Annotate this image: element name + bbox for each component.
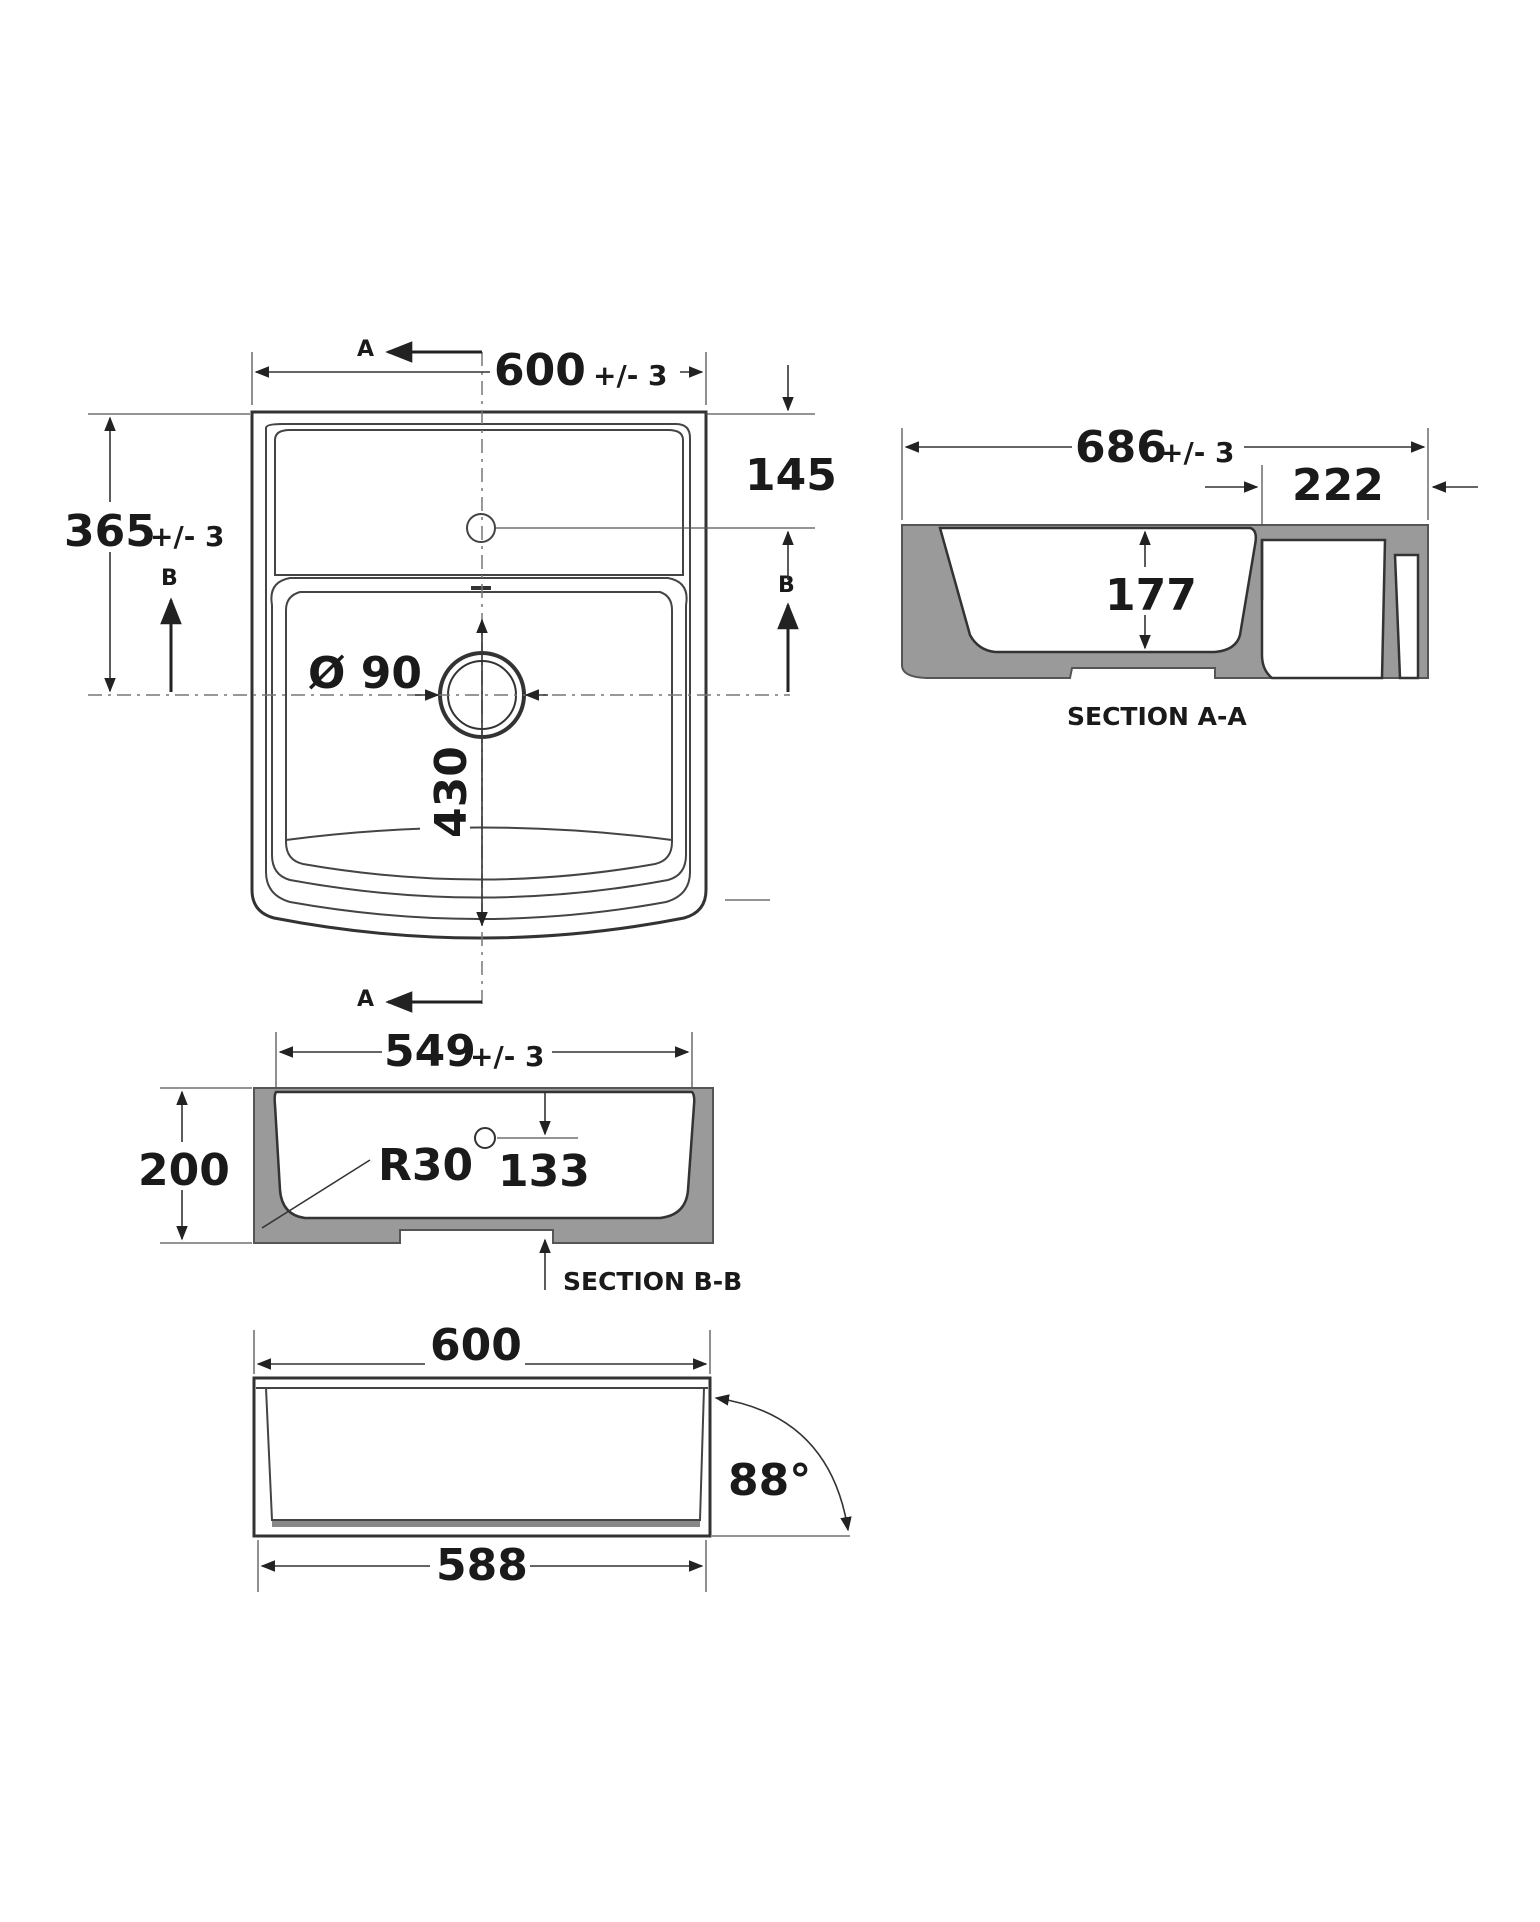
section-b-tap-hole — [474, 1127, 496, 1149]
section-b-b: 549 +/- 3 200 R30 133 SECTION B-B — [135, 1022, 742, 1296]
front-bottom-width-value: 588 — [436, 1540, 528, 1591]
front-inner — [265, 1387, 705, 1521]
tap-height-value: 133 — [498, 1146, 590, 1197]
depth-tolerance: +/- 3 — [150, 520, 225, 553]
width-tolerance: +/- 3 — [593, 359, 668, 392]
overall-tolerance: +/- 3 — [1160, 436, 1235, 469]
bowl-depth-value: 430 — [426, 746, 477, 838]
basin-deck — [265, 423, 691, 920]
bowl-front-curve — [285, 826, 673, 841]
section-b-width-tolerance: +/- 3 — [470, 1040, 545, 1073]
section-b-width-value: 549 — [384, 1026, 476, 1077]
section-a-bowl — [938, 526, 1258, 654]
section-b-height-value: 200 — [138, 1145, 230, 1196]
depth-value: 365 — [64, 506, 156, 557]
tap-hole — [466, 513, 496, 543]
tap-offset-value: 145 — [745, 450, 837, 501]
width-value: 600 — [494, 345, 586, 396]
waste-diameter-label: Ø 90 — [308, 648, 422, 699]
section-mark-a-top: A — [357, 337, 374, 362]
bowl-outline — [270, 577, 688, 899]
section-a-back — [1393, 553, 1420, 680]
top-view: 600 +/- 3 A A 365 +/- 3 B B 145 Ø 90 430 — [62, 337, 837, 1013]
bowl-inner — [285, 591, 673, 881]
section-mark-b-left: B — [161, 566, 178, 591]
radius-value: R30 — [378, 1140, 473, 1191]
shelf-depth-value: 222 — [1292, 460, 1384, 511]
bowl-height-value: 177 — [1105, 570, 1197, 621]
front-view: 600 588 88° — [252, 1320, 852, 1592]
section-mark-a-bottom: A — [357, 987, 374, 1012]
section-b-label: SECTION B-B — [563, 1267, 742, 1296]
radius-leader — [261, 1159, 371, 1229]
section-a-a: 686 +/- 3 222 177 SECTION A-A — [901, 418, 1478, 731]
tap-deck — [274, 429, 684, 576]
section-b-bowl — [273, 1090, 696, 1220]
front-outline — [252, 1376, 712, 1538]
angle-arc — [714, 1394, 852, 1532]
basin-outline — [250, 410, 708, 940]
angle-value: 88° — [728, 1455, 811, 1506]
overall-value: 686 — [1075, 422, 1167, 473]
section-a-label: SECTION A-A — [1067, 702, 1247, 731]
section-mark-b-right: B — [778, 573, 795, 598]
section-a-shelf — [1260, 538, 1387, 680]
front-top-width-value: 600 — [430, 1320, 522, 1371]
